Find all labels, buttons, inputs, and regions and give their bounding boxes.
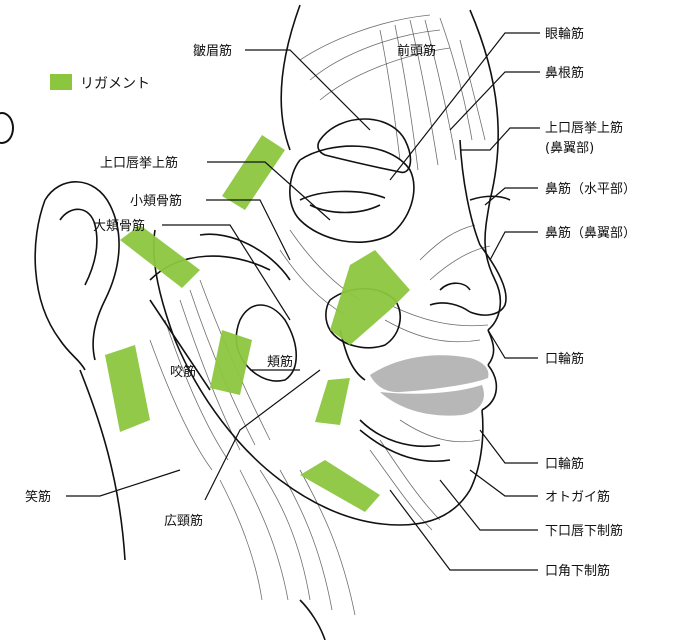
legend-label: リガメント bbox=[80, 76, 150, 92]
label-platysma: 広頸筋 bbox=[164, 513, 203, 529]
label-procerus: 鼻根筋 bbox=[545, 65, 584, 81]
ligament-1 bbox=[222, 135, 285, 210]
ligament-2 bbox=[120, 225, 200, 288]
label-nasalis-alar: 鼻筋（鼻翼部） bbox=[545, 225, 636, 241]
eye bbox=[290, 146, 510, 242]
label-zygomaticus-major: 大頬骨筋 bbox=[93, 218, 145, 234]
label-depressor-anguli: 口角下制筋 bbox=[545, 563, 610, 579]
legend-swatch bbox=[50, 74, 72, 90]
label-orbicularis-oris-2: 口輪筋 bbox=[545, 456, 584, 472]
label-levator-labii-left: 上口唇挙上筋 bbox=[100, 155, 178, 171]
nose bbox=[430, 140, 506, 315]
ear-inner bbox=[60, 209, 97, 285]
corrugator bbox=[318, 119, 410, 172]
label-risorius: 笑筋 bbox=[25, 489, 51, 505]
label-depressor-labii: 下口唇下制筋 bbox=[545, 523, 623, 539]
leader-lines bbox=[66, 33, 540, 570]
label-orbicularis-oris-1: 口輪筋 bbox=[545, 351, 584, 367]
label-corrugator: 皺眉筋 bbox=[193, 43, 232, 59]
label-levator-labii-right: 上口唇挙上筋 bbox=[545, 120, 623, 136]
label-frontalis: 前頭筋 bbox=[397, 43, 436, 59]
ligament-7 bbox=[300, 460, 380, 512]
label-orbicularis-oculi: 眼輪筋 bbox=[545, 26, 584, 42]
label-mentalis: オトガイ筋 bbox=[545, 489, 610, 505]
ligaments bbox=[105, 135, 410, 512]
ligament-6 bbox=[315, 378, 350, 425]
ligament-4 bbox=[105, 345, 150, 432]
label-buccinator: 頬筋 bbox=[267, 354, 293, 370]
ligament-5 bbox=[210, 330, 252, 395]
label-levator-labii-right-sub: (鼻翼部) bbox=[545, 140, 594, 156]
label-nasalis-transverse: 鼻筋（水平部） bbox=[545, 181, 636, 197]
label-masseter: 咬筋 bbox=[170, 364, 196, 380]
upper-lip bbox=[370, 355, 488, 392]
label-zygomaticus-minor: 小頬骨筋 bbox=[130, 193, 182, 209]
